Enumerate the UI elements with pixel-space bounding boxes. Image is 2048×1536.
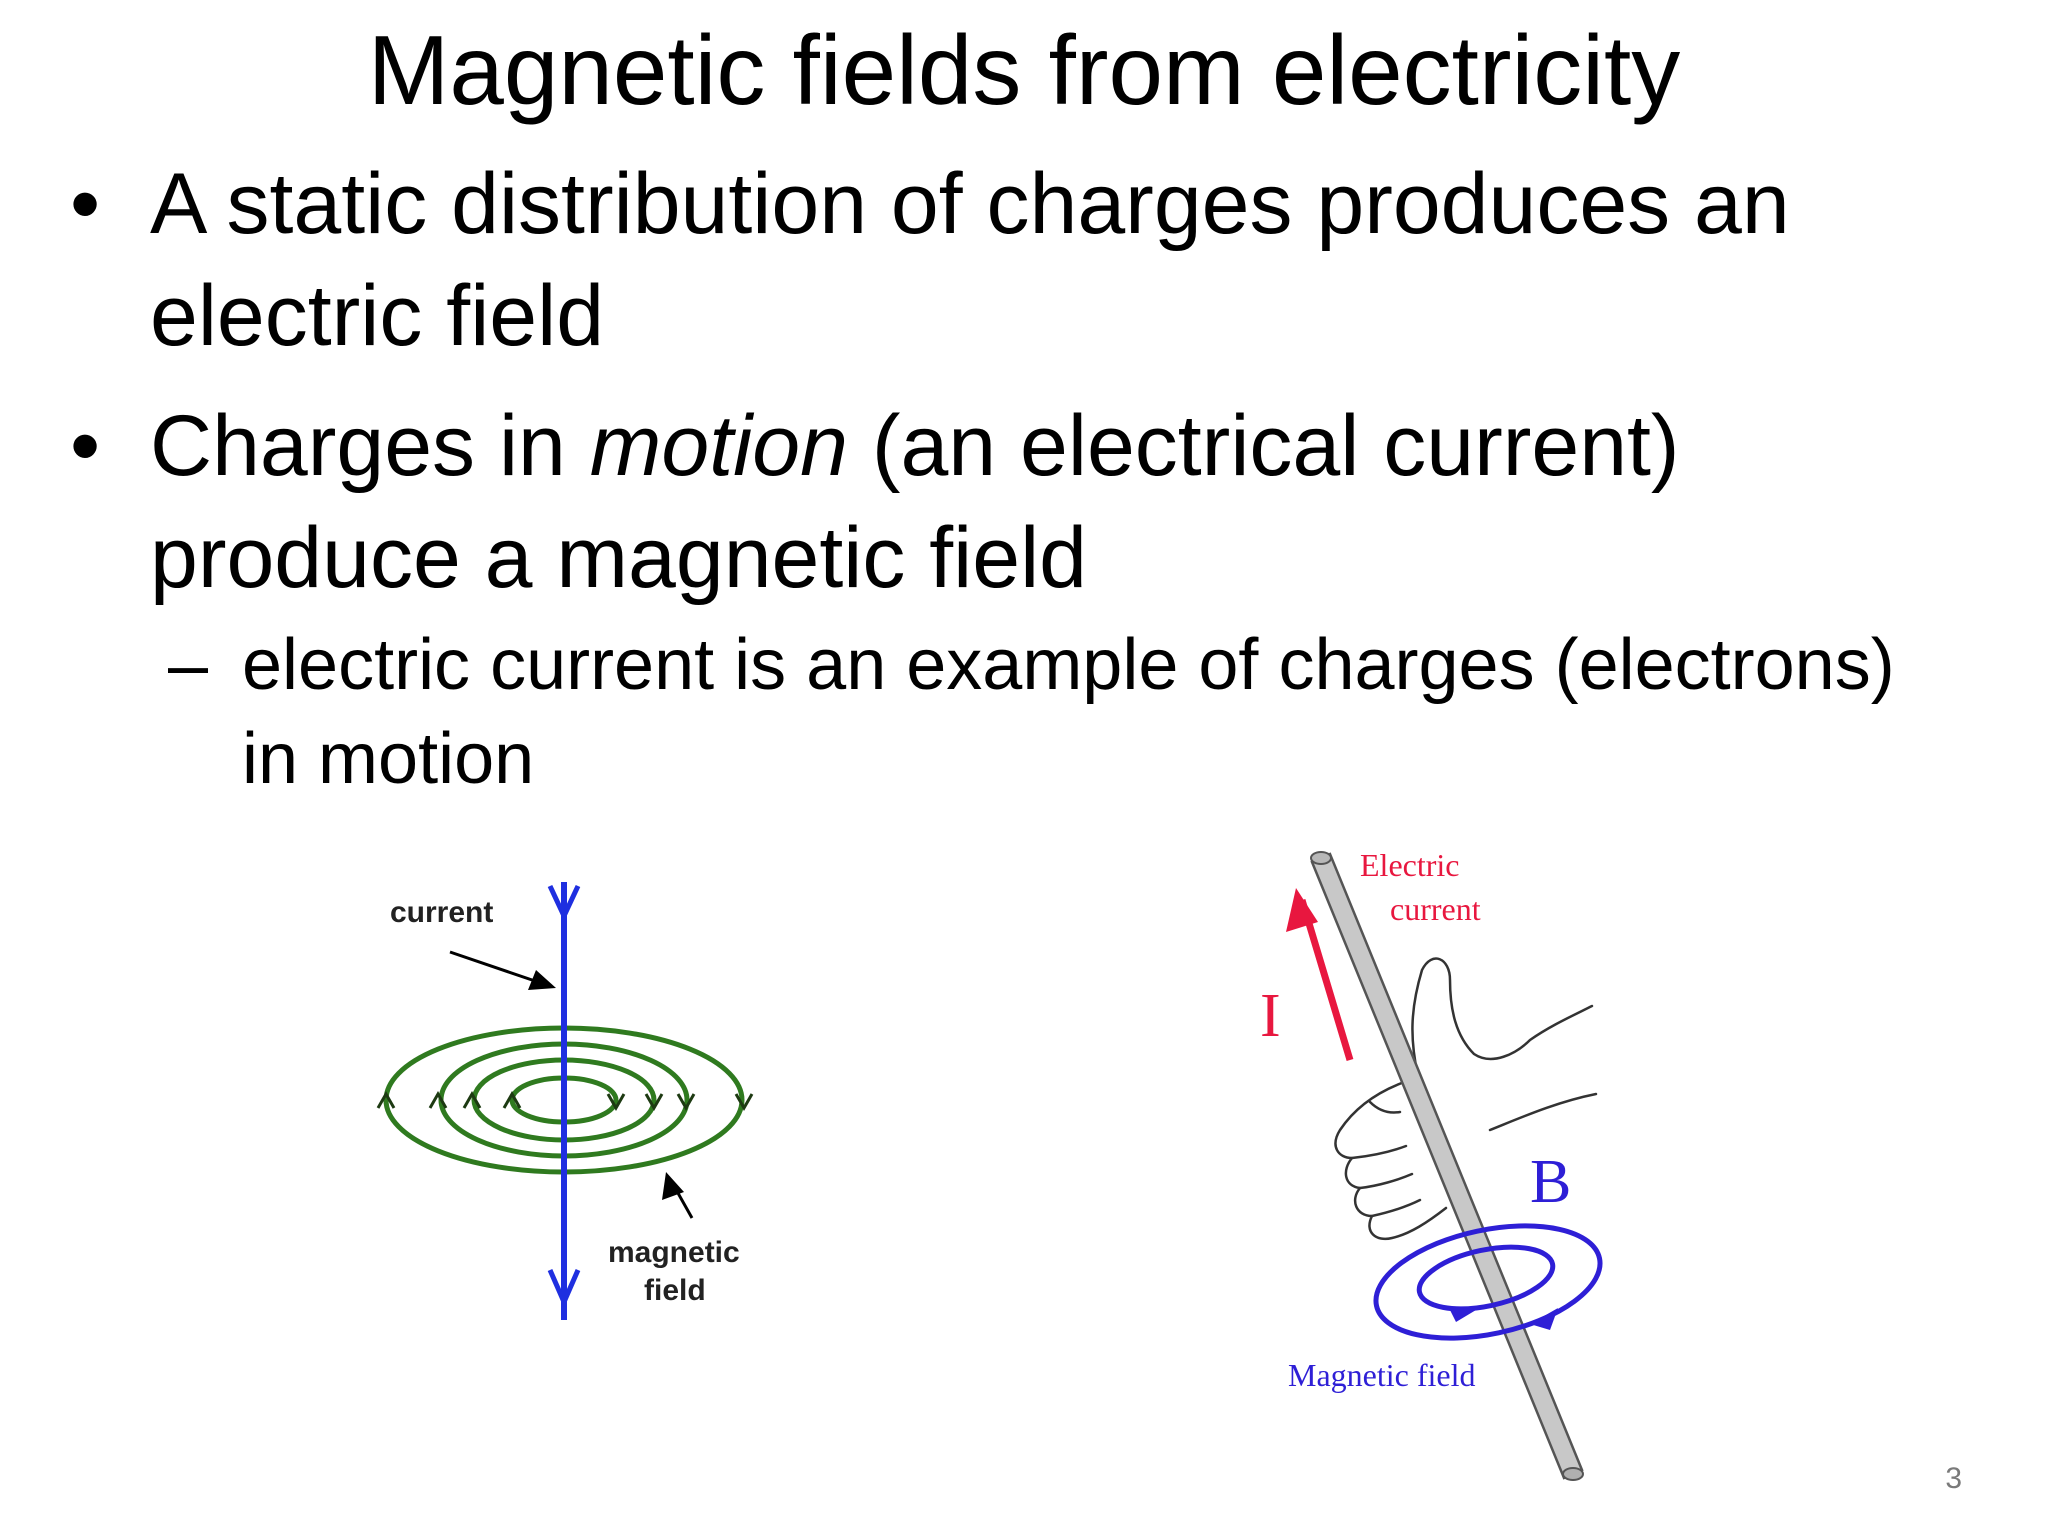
right-hand-rule-diagram: I Electric current B Magnetic field	[1260, 847, 1603, 1481]
sub-bullet-marker: –	[168, 625, 209, 705]
field-pointer-arrowhead-icon	[662, 1172, 684, 1200]
bullet-emphasis: motion	[589, 398, 848, 494]
current-pointer-arrowhead-icon	[528, 970, 556, 990]
current-pointer-line	[449, 950, 539, 984]
conductor-rod	[1310, 851, 1584, 1481]
magnetic-field-label: Magnetic field	[1288, 1357, 1475, 1393]
field-label-line2: field	[644, 1274, 706, 1307]
magnetic-loop-inner	[1416, 1244, 1556, 1312]
b-label: B	[1530, 1148, 1571, 1216]
current-arrow-top-icon	[547, 884, 581, 922]
bullet-marker: •	[70, 156, 101, 252]
bullet-static-charges: A static distribution of charges produce…	[150, 148, 1850, 372]
i-label: I	[1260, 982, 1281, 1050]
page-number: 3	[1945, 1462, 1962, 1495]
electric-current-label-line1: Electric	[1360, 847, 1459, 883]
magnetic-arrow-outer-icon	[1530, 1308, 1558, 1330]
bullet-marker: •	[70, 398, 101, 494]
bullet-text-end: (an electrical current) produce a magnet…	[150, 398, 1680, 606]
magnetic-loop-outer	[1373, 1223, 1603, 1341]
field-direction-ticks	[376, 1090, 754, 1112]
current-label: current	[390, 896, 493, 929]
current-arrow-bottom-icon	[547, 1268, 581, 1309]
current-direction-arrowhead-icon	[1286, 888, 1318, 932]
bullet-moving-charges: Charges in motion (an electrical current…	[150, 390, 1850, 614]
field-label-line1: magnetic	[608, 1236, 740, 1269]
hand-outline	[1334, 957, 1598, 1241]
magnetic-field-loops	[1373, 1223, 1603, 1341]
bullet-text: A static distribution of charges produce…	[150, 156, 1790, 364]
current-direction-line	[1298, 898, 1354, 1062]
magnetic-arrow-inner-icon	[1448, 1306, 1476, 1322]
bullet-text-start: Charges in	[150, 398, 590, 494]
sub-bullet-electrons: electric current is an example of charge…	[242, 625, 1895, 799]
electric-current-label-line2: current	[1390, 891, 1481, 927]
wire-field-diagram: current magnetic field	[376, 882, 754, 1320]
slide-title: Magnetic fields from electricity	[367, 15, 1681, 125]
